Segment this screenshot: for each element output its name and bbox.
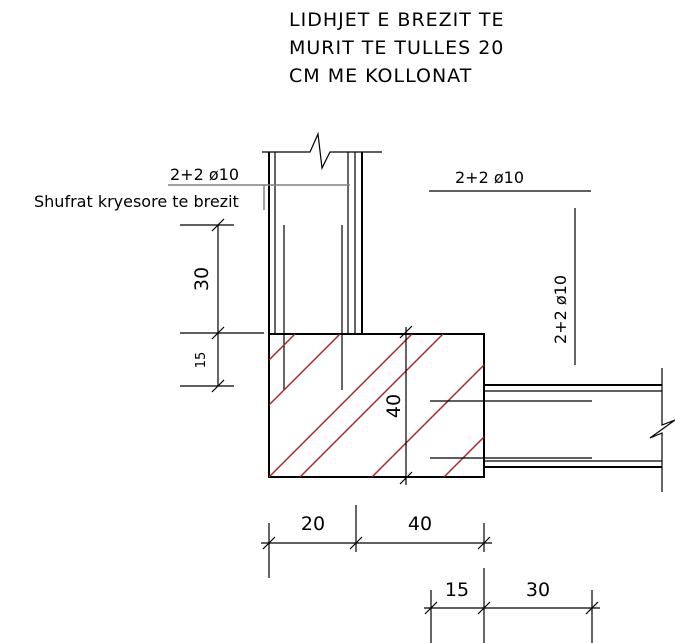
rebar-main-note: Shufrat kryesore te brezit <box>34 192 239 211</box>
left-dimension-chain: 30 15 <box>180 218 264 393</box>
title-line-2: MURIT TE TULLES 20 <box>289 37 504 59</box>
column-depth-dimension: 40 <box>383 394 405 418</box>
bottom-column-dimension: 40 <box>408 513 432 535</box>
left-upper-dimension: 30 <box>191 267 213 291</box>
bottom-beam-dimension: 30 <box>526 579 550 601</box>
bottom-wall-dimension: 20 <box>301 513 325 535</box>
title-line-3: CM ME KOLLONAT <box>289 65 472 87</box>
left-lower-dimension: 15 <box>194 352 209 369</box>
horizontal-beam-section <box>430 368 675 492</box>
break-line-top <box>262 131 382 171</box>
column-hatch <box>269 334 484 477</box>
bottom-small-dimension: 15 <box>445 579 469 601</box>
rebar-label-vertical-right: 2+2 ø10 <box>551 275 570 344</box>
rebar-label-top-left: 2+2 ø10 <box>170 165 239 184</box>
vertical-wall-section <box>262 131 382 390</box>
break-line-right <box>649 368 675 492</box>
column-section: 40 <box>268 325 485 485</box>
bottom-dimension-chain-upper: 20 40 <box>261 505 492 578</box>
rebar-annotations: 2+2 ø10 Shufrat kryesore te brezit 2+2 ø… <box>34 165 591 365</box>
rebar-label-top-right: 2+2 ø10 <box>455 168 524 187</box>
drawing-title: LIDHJET E BREZIT TE MURIT TE TULLES 20 C… <box>289 9 505 87</box>
title-line-1: LIDHJET E BREZIT TE <box>289 9 505 31</box>
bottom-dimension-chain-lower: 15 30 <box>424 568 600 643</box>
